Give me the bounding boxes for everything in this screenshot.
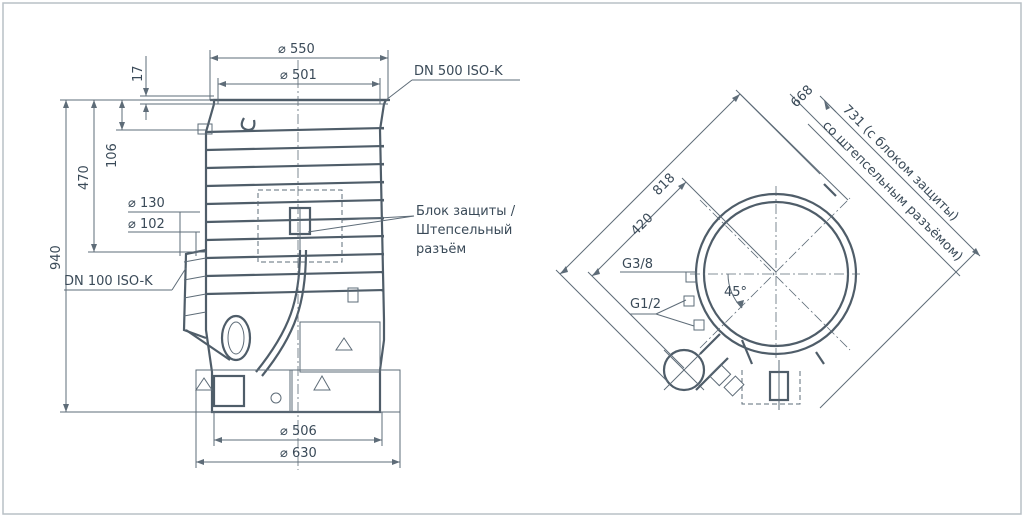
warning-triangle-3 bbox=[195, 377, 213, 391]
cable bbox=[255, 249, 302, 373]
label-dia-501: ⌀ 501 bbox=[280, 68, 317, 83]
label-dim-470: 470 bbox=[77, 165, 92, 190]
pump-body-outline bbox=[204, 98, 388, 414]
top-view bbox=[555, 89, 981, 410]
label-protection-block-1: Блок защиты / bbox=[416, 204, 516, 219]
warning-triangle-2 bbox=[313, 374, 331, 391]
electronics-box bbox=[289, 369, 401, 413]
label-protection-block-3: разъём bbox=[416, 242, 466, 257]
label-dia-630: ⌀ 630 bbox=[280, 446, 317, 461]
label-thread-g12: G1/2 bbox=[630, 297, 661, 312]
label-dim-668: 668 bbox=[788, 83, 816, 111]
label-flange-top: DN 500 ISO-K bbox=[414, 64, 503, 79]
label-angle-45: 45° bbox=[724, 285, 747, 300]
label-dia-550: ⌀ 550 bbox=[278, 42, 315, 57]
lifting-hook bbox=[240, 117, 256, 132]
cooling-fins bbox=[205, 126, 385, 296]
label-dim-17: 17 bbox=[131, 65, 146, 82]
fitting-top-left bbox=[197, 123, 213, 135]
base-block bbox=[195, 369, 293, 413]
label-flange-side: DN 100 ISO-K bbox=[64, 274, 153, 289]
side-flange bbox=[220, 314, 252, 362]
label-dia-102: ⌀ 102 bbox=[128, 217, 165, 232]
front-view bbox=[60, 50, 520, 470]
label-dim-420: 420 bbox=[628, 211, 656, 239]
side-inlet bbox=[182, 248, 207, 340]
label-dim-940: 940 bbox=[49, 245, 64, 270]
g12-fitting bbox=[683, 295, 695, 307]
lower-housing-right bbox=[299, 321, 381, 373]
small-port bbox=[347, 287, 359, 303]
label-dia-506: ⌀ 506 bbox=[280, 424, 317, 439]
label-thread-g38: G3/8 bbox=[622, 257, 653, 272]
base-connector bbox=[212, 374, 246, 408]
ground-symbol bbox=[270, 392, 282, 404]
label-dim-818: 818 bbox=[650, 171, 678, 199]
side-flange-top bbox=[662, 348, 706, 392]
warning-triangle-1 bbox=[335, 337, 353, 351]
label-protection-block-2: Штепсельный bbox=[416, 223, 512, 238]
g38-fitting bbox=[685, 271, 697, 283]
protection-block-box bbox=[257, 189, 343, 263]
label-dim-106: 106 bbox=[105, 143, 120, 168]
label-dia-130: ⌀ 130 bbox=[128, 196, 165, 211]
